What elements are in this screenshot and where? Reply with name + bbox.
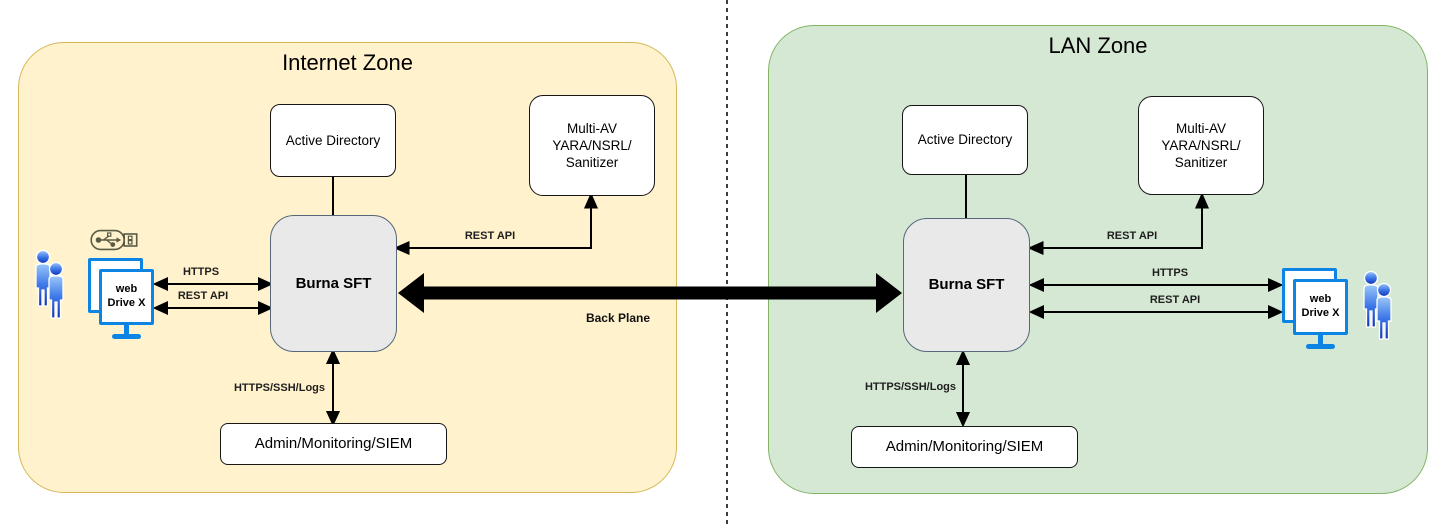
multi-av-node: Multi-AV YARA/NSRL/ Sanitizer: [1138, 96, 1264, 195]
web-drive-label: Drive X: [107, 297, 146, 309]
lan-zone-title: LAN Zone: [1048, 33, 1148, 58]
edge-label-rest-api: REST API: [1149, 294, 1201, 306]
burna-sft-node: Burna SFT: [903, 218, 1030, 352]
active-directory-node: Active Directory: [902, 105, 1028, 175]
multi-av-line: Sanitizer: [565, 155, 619, 171]
multi-av-line: Multi-AV: [566, 120, 617, 136]
web-drive-label: Drive X: [1301, 307, 1340, 319]
web-drive-label: web: [1309, 293, 1332, 306]
web-drive-front-panel: web Drive X: [1293, 279, 1348, 335]
multi-av-line: YARA/NSRL/: [1161, 137, 1241, 153]
admin-monitoring-siem-node: Admin/Monitoring/SIEM: [851, 426, 1078, 468]
multi-av-line: YARA/NSRL/: [552, 137, 632, 153]
multi-av-line: Multi-AV: [1175, 120, 1226, 136]
edge-label-rest-api-av: REST API: [1106, 230, 1158, 242]
edge-label-https: HTTPS: [1151, 267, 1189, 279]
admin-monitoring-siem-node: Admin/Monitoring/SIEM: [220, 423, 447, 465]
web-drive-stand-base: [112, 334, 141, 339]
edge-label-https: HTTPS: [182, 266, 220, 278]
edge-label-rest-api-av: REST API: [464, 230, 516, 242]
users-icon: [33, 249, 75, 325]
edge-label-https-ssh-logs: HTTPS/SSH/Logs: [233, 382, 325, 394]
web-drive-label: web: [115, 283, 138, 296]
burna-sft-node: Burna SFT: [270, 215, 397, 352]
backplane-label: Back Plane: [585, 311, 651, 325]
web-drive-stand-base: [1306, 344, 1335, 349]
zone-divider-dashed-line: [726, 0, 728, 524]
edge-label-rest-api: REST API: [177, 290, 229, 302]
lan-zone: [768, 25, 1428, 494]
multi-av-line: Sanitizer: [1174, 155, 1228, 171]
internet-zone-title: Internet Zone: [282, 50, 413, 75]
multi-av-node: Multi-AV YARA/NSRL/ Sanitizer: [529, 95, 655, 196]
users-icon: [1361, 270, 1403, 346]
usb-flash-drive-icon: [90, 229, 138, 251]
web-drive-front-panel: web Drive X: [99, 269, 154, 325]
active-directory-node: Active Directory: [270, 104, 396, 177]
edge-label-https-ssh-logs: HTTPS/SSH/Logs: [864, 381, 956, 393]
web-drive-stand: [124, 325, 129, 335]
web-drive-stand: [1318, 335, 1323, 345]
